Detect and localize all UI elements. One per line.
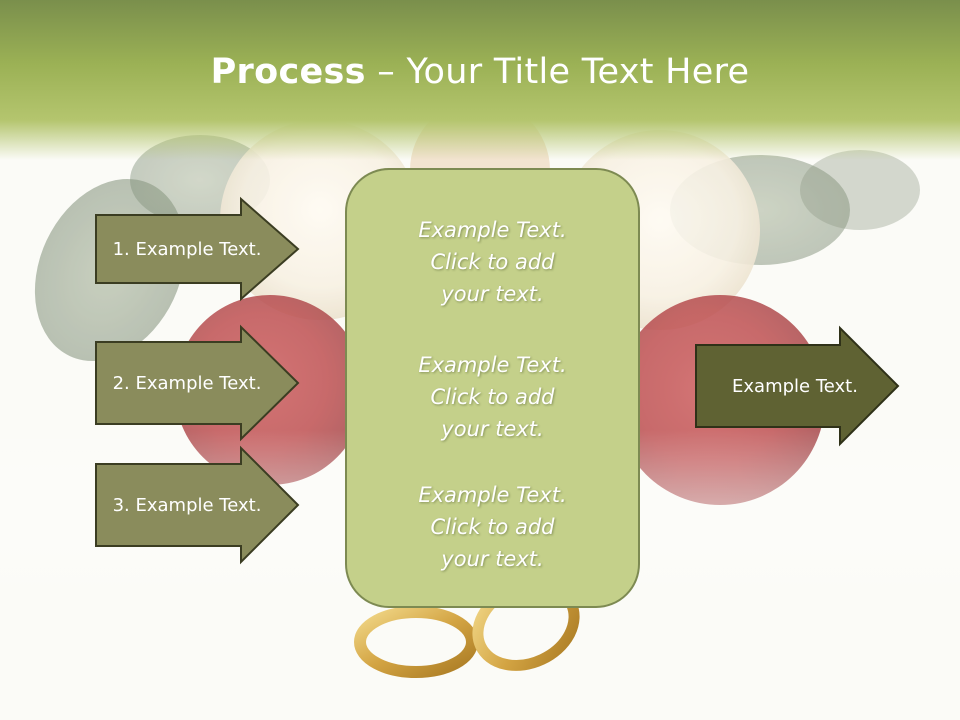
arrow-2[interactable]: 2. Example Text. <box>95 324 300 442</box>
arrow-shape-2 <box>95 324 300 442</box>
right-arrow[interactable]: Example Text. <box>695 325 900 447</box>
arrow-1[interactable]: 1. Example Text. <box>95 196 300 302</box>
right-arrow-label: Example Text. <box>732 375 858 397</box>
slide-title[interactable]: Process – Your Title Text Here <box>0 52 960 92</box>
arrow-label-3: 3. Example Text. <box>112 494 262 516</box>
center-paragraph-2: Example Text. Click to add your text. <box>418 353 567 441</box>
title-bold: Process <box>210 52 366 92</box>
arrow-shape-1 <box>95 196 300 302</box>
right-arrow-shape <box>695 325 900 447</box>
arrow-label-2: 2. Example Text. <box>112 372 262 394</box>
header-band <box>0 0 960 160</box>
center-paragraph-3: Example Text. Click to add your text. <box>418 483 567 571</box>
title-rest: – Your Title Text Here <box>365 52 750 92</box>
center-paragraph-1: Example Text. Click to add your text. <box>418 218 567 306</box>
arrow-shape-3 <box>95 445 300 565</box>
center-text-box[interactable]: Example Text. Click to add your text. Ex… <box>345 168 640 608</box>
arrow-label-1: 1. Example Text. <box>112 238 262 260</box>
arrow-3[interactable]: 3. Example Text. <box>95 445 300 565</box>
